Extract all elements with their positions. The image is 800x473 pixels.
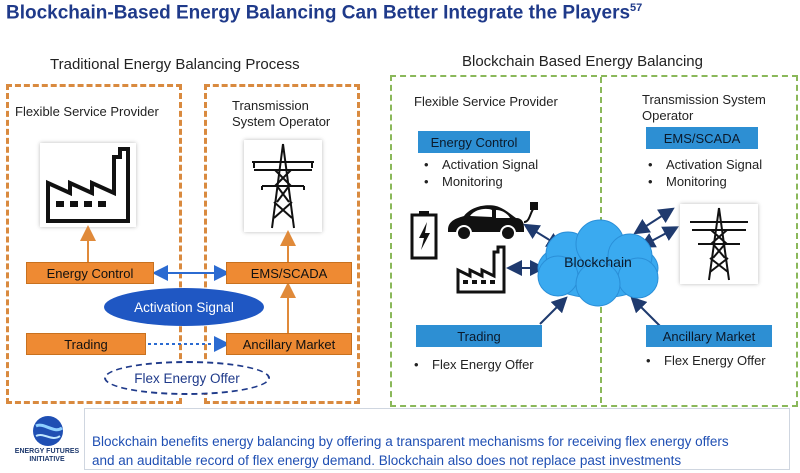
bc-trading-bullet: Flex Energy Offer [414, 357, 534, 372]
tso-label: Transmission System Operator [232, 98, 330, 130]
footer-text-line2: and an auditable record of flex energy d… [92, 453, 682, 468]
bc-right-bullets: Activation Signal Monitoring [648, 157, 762, 189]
ancillary-market-box: Ancillary Market [226, 333, 352, 355]
ems-scada-box: EMS/SCADA [226, 262, 352, 284]
transmission-tower-icon [252, 143, 314, 229]
bc-trading-box: Trading [416, 325, 542, 347]
bc-ancillary-market-box: Ancillary Market [646, 325, 772, 347]
tso-label-line2: System Operator [232, 114, 331, 129]
footer-text-line1: Blockchain benefits energy balancing by … [92, 434, 729, 449]
bc-right-bullet: Activation Signal [648, 157, 762, 172]
bc-energy-control-box: Energy Control [418, 131, 530, 153]
footer-text: Blockchain benefits energy balancing by … [92, 432, 792, 470]
logo-line1: ENERGY FUTURES [14, 448, 80, 455]
tso-frame [204, 84, 360, 404]
bc-tso-label: Transmission System Operator [642, 92, 766, 124]
factory-image [40, 143, 136, 227]
bc-left-bullet: Monitoring [424, 174, 538, 189]
footer-box [84, 408, 790, 470]
blockchain-frame [390, 75, 798, 407]
logo-line2: INITIATIVE [29, 456, 65, 463]
battery-icon [410, 211, 438, 260]
trading-box: Trading [26, 333, 146, 355]
blockchain-heading: Blockchain Based Energy Balancing [462, 53, 703, 70]
traditional-heading: Traditional Energy Balancing Process [50, 56, 300, 73]
bc-left-bullet: Activation Signal [424, 157, 538, 172]
factory-icon [46, 147, 130, 223]
title-footnote: 57 [630, 2, 643, 14]
small-factory-icon [456, 245, 506, 294]
bc-tso-label-line1: Transmission System [642, 92, 766, 107]
electric-car-icon [448, 202, 538, 241]
logo-text: ENERGY FUTURES INITIATIVE [4, 448, 90, 464]
tower-image [244, 140, 322, 232]
title-text: Blockchain-Based Energy Balancing Can Be… [6, 2, 631, 24]
bc-right-bullet: Monitoring [648, 174, 762, 189]
tso-label-line1: Transmission [232, 98, 309, 113]
fsp-label: Flexible Service Provider [15, 104, 159, 119]
blockchain-cloud-label: Blockchain [564, 254, 632, 270]
fsp-frame [6, 84, 182, 404]
flex-energy-offer-oval: Flex Energy Offer [104, 361, 270, 395]
bc-transmission-tower-icon [690, 207, 748, 281]
bc-ancillary-bullet: Flex Energy Offer [646, 353, 766, 368]
energy-control-box: Energy Control [26, 262, 154, 284]
bc-tower-image [680, 204, 758, 284]
page-title: Blockchain-Based Energy Balancing Can Be… [6, 2, 642, 24]
bc-left-bullets: Activation Signal Monitoring [424, 157, 538, 189]
blockchain-cloud [537, 219, 659, 307]
bc-tso-label-line2: Operator [642, 108, 694, 123]
globe-logo-icon [33, 416, 63, 446]
activation-signal-oval: Activation Signal [104, 288, 264, 326]
bc-fsp-label: Flexible Service Provider [414, 94, 558, 109]
bc-ems-scada-box: EMS/SCADA [646, 127, 758, 149]
